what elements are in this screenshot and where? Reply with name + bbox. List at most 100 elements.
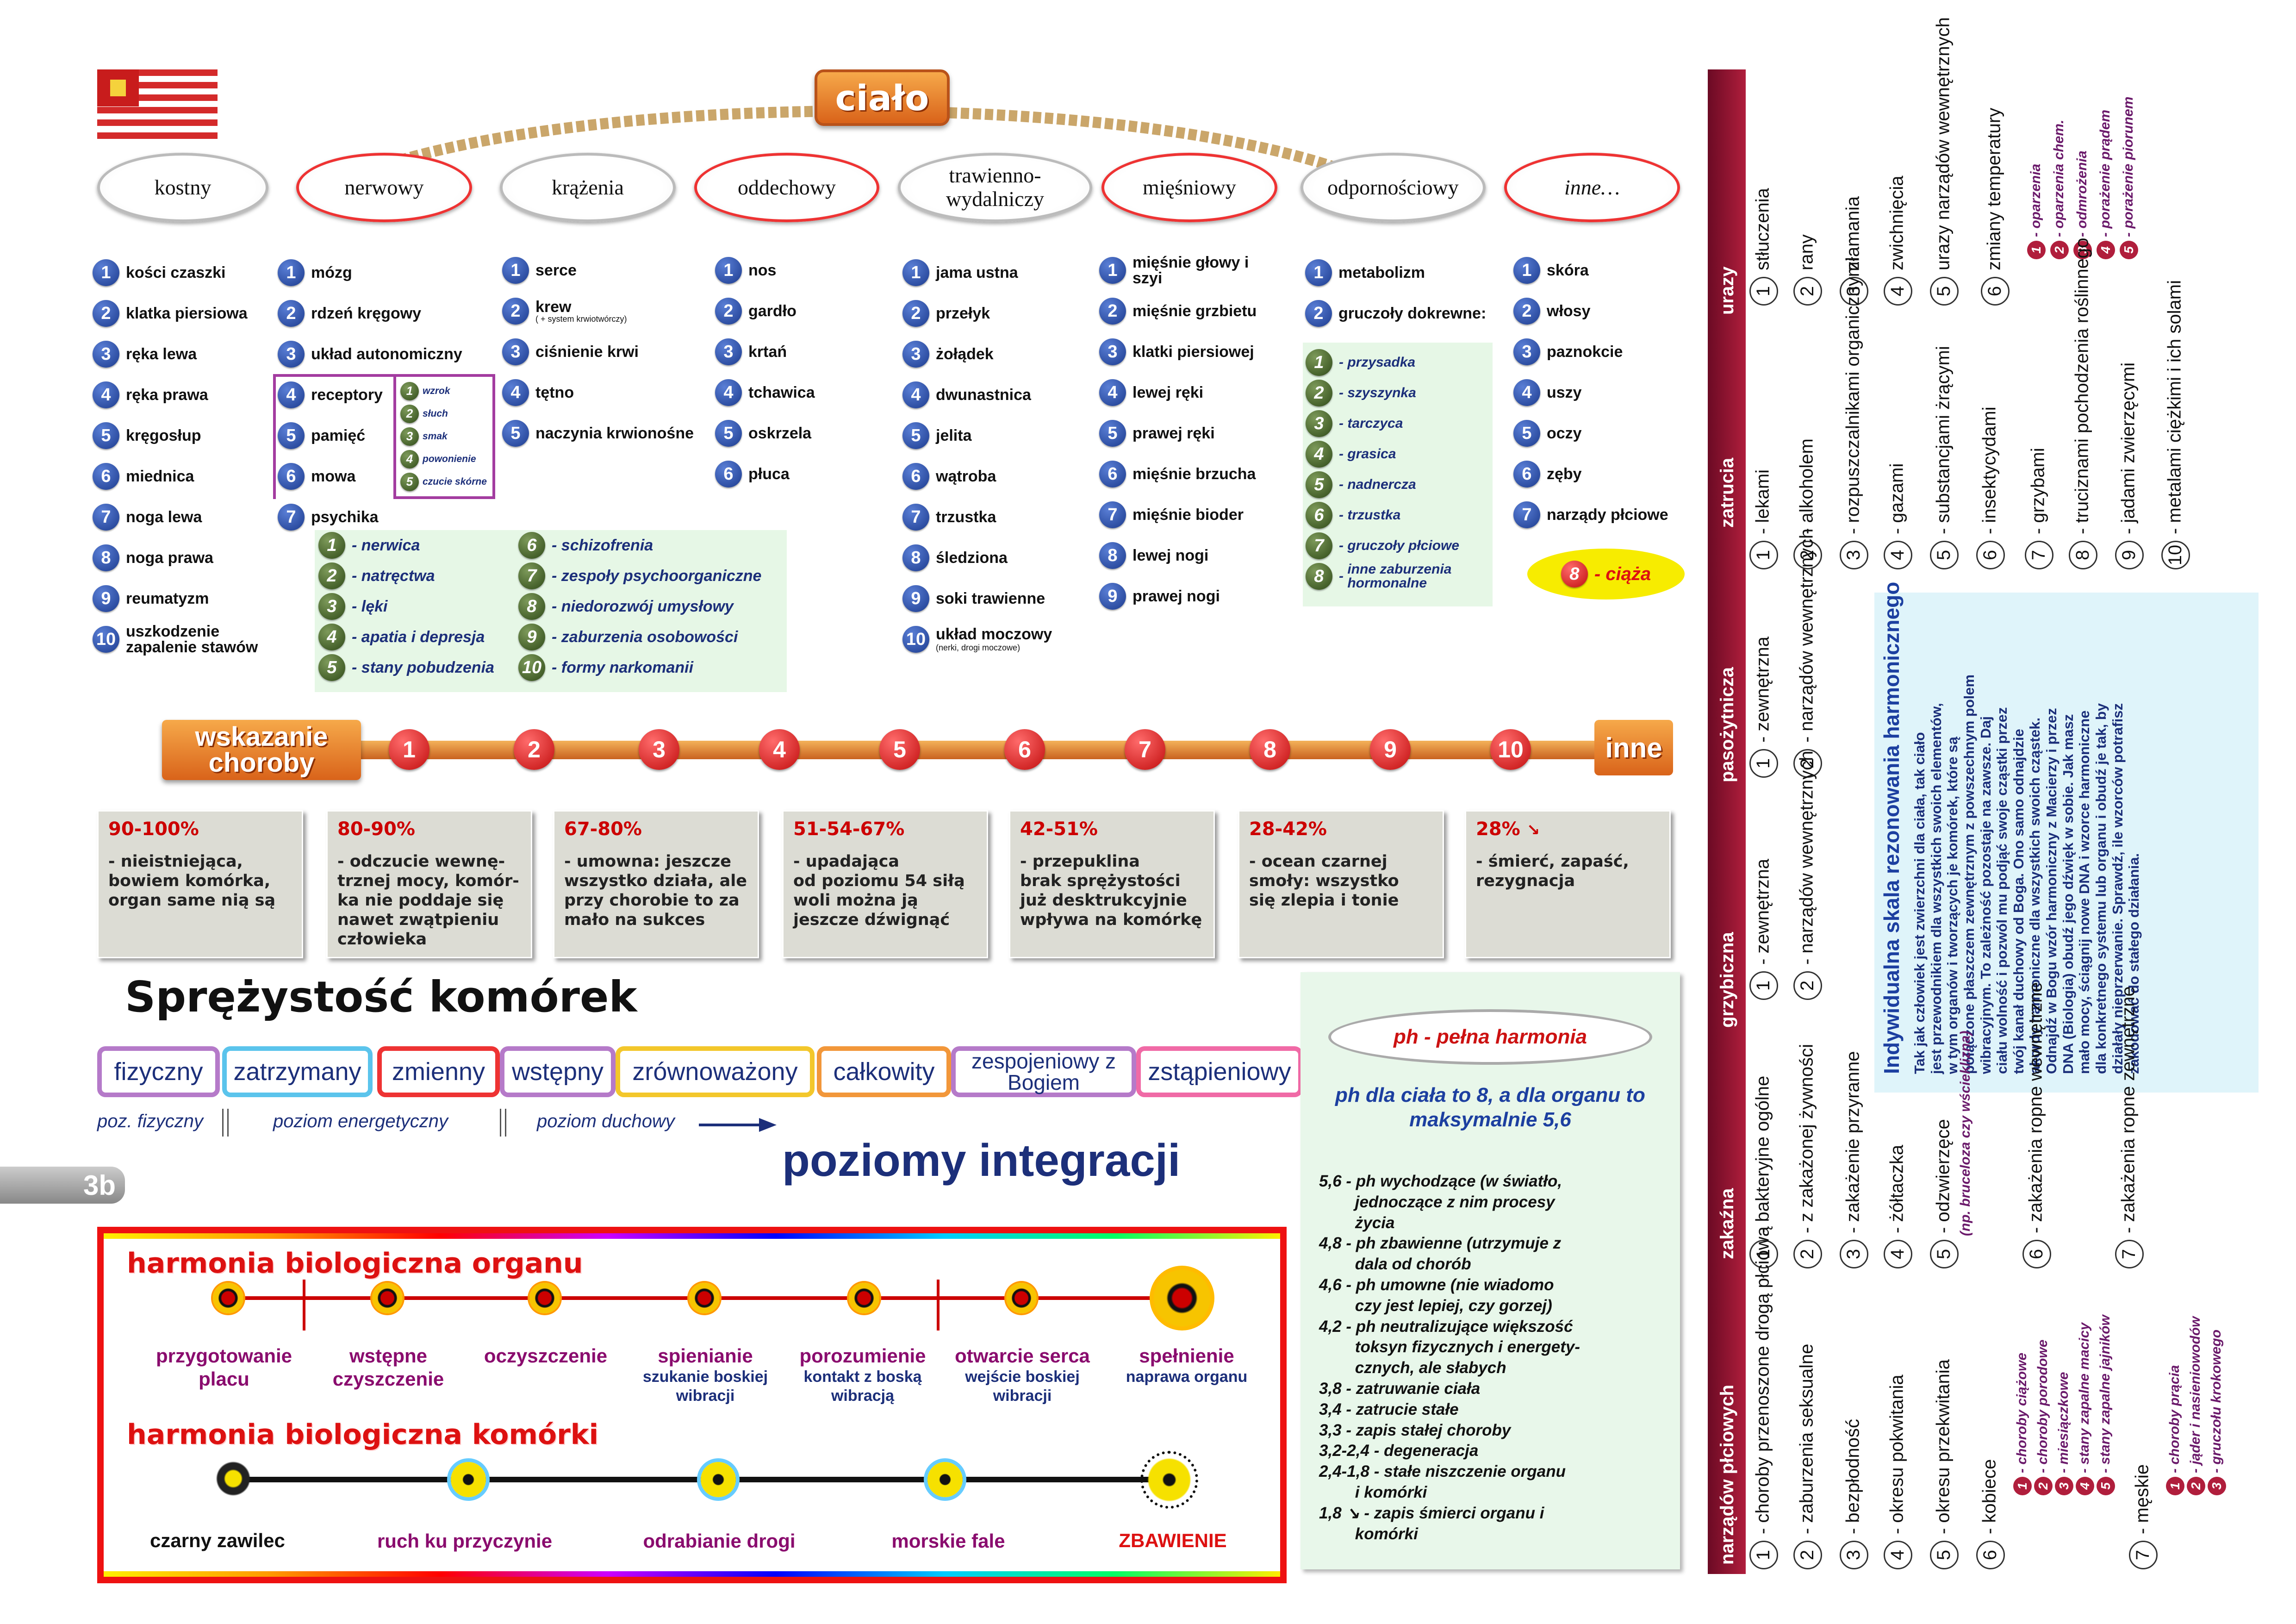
list-item: 5- stany zapalne jajników [2097, 1315, 2115, 1495]
severity-marker[interactable]: 6 [1004, 729, 1045, 770]
list-item: 9- jadami zwierzęcymi [2115, 362, 2144, 569]
list-item: 6- insektycydami [1976, 406, 2005, 569]
severity-marker[interactable]: 3 [639, 729, 679, 770]
organ-stage-dot [213, 1283, 243, 1313]
severity-marker[interactable]: 9 [1370, 729, 1411, 770]
ph-subtitle: ph dla ciała to 8, a dla organu to maksy… [1335, 1084, 1645, 1131]
arrow-down-right-icon: ↘ [1526, 821, 1540, 839]
section-label-zakazna: zakaźna [1717, 1188, 1737, 1259]
severity-marker[interactable]: 1 [389, 729, 429, 770]
list-item: 7- zespoły psychoorganiczne [518, 561, 761, 591]
percent-box: 51-54-67%- upadająca od poziomu 54 siłą … [782, 810, 988, 958]
list-item: 5- odzwierzęce [1930, 1119, 1959, 1268]
zbawienie-icon [1140, 1451, 1198, 1509]
list-item: 6zmiany temperatury [1981, 108, 2010, 306]
wskazanie-label: wskazanie choroby [162, 720, 361, 780]
list-item: 7- zakażenia ropne zewnętrzne [2115, 986, 2144, 1268]
organ-stage-label: oczyszczenie [484, 1345, 608, 1367]
list-item: 3- tarczyca [1306, 408, 1486, 439]
list-item: 9- zaburzenia osobowości [518, 622, 761, 652]
skala-title: Indywidualna skala rezonowania harmonicz… [1879, 581, 1904, 1074]
arrow-right-icon [699, 1118, 777, 1132]
level-label: poziom energetyczny [273, 1111, 448, 1131]
severity-marker[interactable]: 8 [1250, 729, 1290, 770]
list-item: 1- oparzenia [2027, 164, 2046, 259]
stage-cell: wstępny [500, 1046, 616, 1097]
percent-box: 67-80%- umowna: jeszcze wszystko działa,… [553, 810, 759, 958]
list-item: 3- zakażenie przyranne [1840, 1051, 1868, 1268]
level-label: poziom duchowy [537, 1111, 675, 1131]
percent-box: 90-100%- nieistniejąca, bowiem komórka, … [97, 810, 303, 958]
severity-marker[interactable]: 7 [1125, 729, 1165, 770]
list-item: 1- lekami [1749, 469, 1778, 569]
komorka-stage-dot [451, 1462, 486, 1497]
list-item: 8- truciznami pochodzenia roślinnego [2069, 238, 2097, 569]
severity-marker[interactable]: 2 [514, 729, 554, 770]
list-item: 4,6 - ph umowne (nie wiadomo czy jest le… [1319, 1275, 1554, 1315]
organ-stage-label: wstępne czyszczenie [332, 1345, 444, 1390]
list-item: 1- nerwica [318, 530, 494, 561]
list-item: 2- szyszynka [1306, 378, 1486, 408]
severity-marker[interactable]: 4 [759, 729, 800, 770]
organ-stage-dot [689, 1283, 720, 1313]
list-item: 4,8 - ph zbawienne (utrzymuje z dala od … [1319, 1234, 1562, 1274]
komorka-stage-dot [701, 1462, 736, 1497]
list-item: 3,3 - zapis stałej choroby [1319, 1421, 1511, 1439]
severity-marker[interactable]: 5 [879, 729, 920, 770]
list-item: 5- nadnercza [1306, 469, 1486, 500]
percent-box: 42-51%- przepuklina brak sprężystości ju… [1009, 810, 1215, 958]
section-label-pasozytnicza: pasożytnicza [1717, 667, 1737, 782]
sunflower-icon [1150, 1266, 1214, 1330]
list-item: 5- okresu przekwitania [1930, 1359, 1959, 1569]
list-item: 4- żółtaczka [1884, 1145, 1912, 1268]
list-item: 1- choroby przenoszone drogą płciową [1749, 1226, 1778, 1569]
list-item: 4- stany zapalne macicy [2076, 1323, 2094, 1495]
flag-icon [97, 69, 218, 139]
list-item: 4- porażenie prądem [2097, 110, 2115, 259]
list-item: 3- bezpłodność [1840, 1419, 1868, 1569]
komorka-stage-label: ruch ku przyczynie [377, 1530, 553, 1552]
psychika-box: 1- nerwica 2- natręctwa 3- lęki 4- apati… [315, 530, 787, 692]
divider [222, 1109, 229, 1137]
stage-cell: zmienny [377, 1046, 500, 1097]
stage-cell: zatrzymany [222, 1046, 373, 1097]
ciaza-badge: 8- ciąża [1527, 549, 1685, 600]
zakazna-note: (np. bruceloza czy wścieklizna) [1958, 1031, 1973, 1236]
dokrewne-box: 1- przysadka 2- szyszynka 3- tarczyca 4-… [1303, 343, 1493, 606]
list-item: 2- zaburzenia seksualne [1793, 1344, 1822, 1569]
komorka-stage-dot [927, 1462, 963, 1497]
list-item: 1stłuczenia [1749, 188, 1778, 306]
list-item: 4,2 - ph neutralizujące większość toksyn… [1319, 1317, 1580, 1377]
stage-cell: fizyczny [97, 1046, 220, 1097]
harmonia-box: harmonia biologiczna organu przygotowani… [97, 1227, 1287, 1583]
severity-marker[interactable]: 10 [1490, 729, 1531, 770]
